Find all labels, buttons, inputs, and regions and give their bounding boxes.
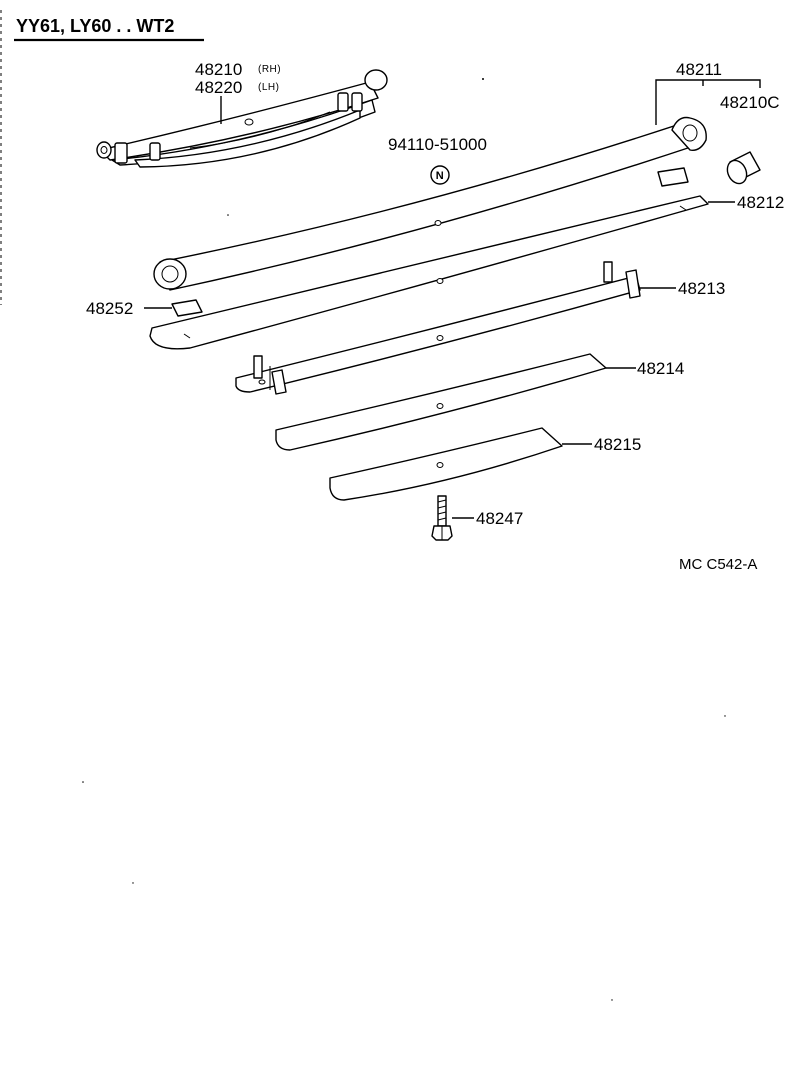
center-bolt-48247 [431, 495, 453, 541]
spring-leaf-48214 [275, 353, 607, 451]
nut-symbol-circle [430, 165, 450, 185]
nut-symbol-letter: N [436, 170, 444, 182]
center-bolt-number: 48247 [476, 509, 523, 528]
spring-assy-rh-side: (RH) [258, 64, 281, 75]
model-title: YY61, LY60 . . WT2 [16, 16, 174, 36]
spring-assy-rh-number: 48210 [195, 60, 242, 79]
scan-speck [482, 78, 484, 80]
pad-under-main-leaf [657, 167, 689, 187]
insert-pad-number: 48252 [86, 299, 133, 318]
scan-speck [132, 882, 134, 884]
scan-speck [227, 214, 229, 216]
scan-speck [82, 781, 84, 783]
diagram-code: MC C542-A [679, 556, 757, 573]
spring-leaf-48211 [153, 116, 707, 291]
leaf-no1-bracket [655, 79, 761, 125]
clip-leaf-no3-number: 48213 [678, 279, 725, 298]
bushing-number: 48210C [720, 93, 780, 112]
bushing-48210c [726, 151, 761, 185]
scan-speck [611, 999, 613, 1001]
spring-leaf-no5-number: 48215 [594, 435, 641, 454]
spring-leaf-no4-number: 48214 [637, 359, 684, 378]
spring-leaf-48215 [329, 427, 563, 501]
nut-part-number: 94110-51000 [388, 135, 487, 154]
spring-leaf-no1-number: 48211 [676, 60, 722, 79]
spring-leaf-no2-number: 48212 [737, 193, 784, 212]
scan-speck [724, 715, 726, 717]
spring-assy-lh-number: 48220 [195, 78, 242, 97]
spring-leaf-48212 [149, 195, 709, 350]
spring-leaf-48213 [235, 261, 641, 395]
spring-assembly-drawing [96, 69, 388, 168]
insert-pad-48252 [171, 299, 203, 317]
spring-assy-lh-side: (LH) [258, 82, 279, 93]
